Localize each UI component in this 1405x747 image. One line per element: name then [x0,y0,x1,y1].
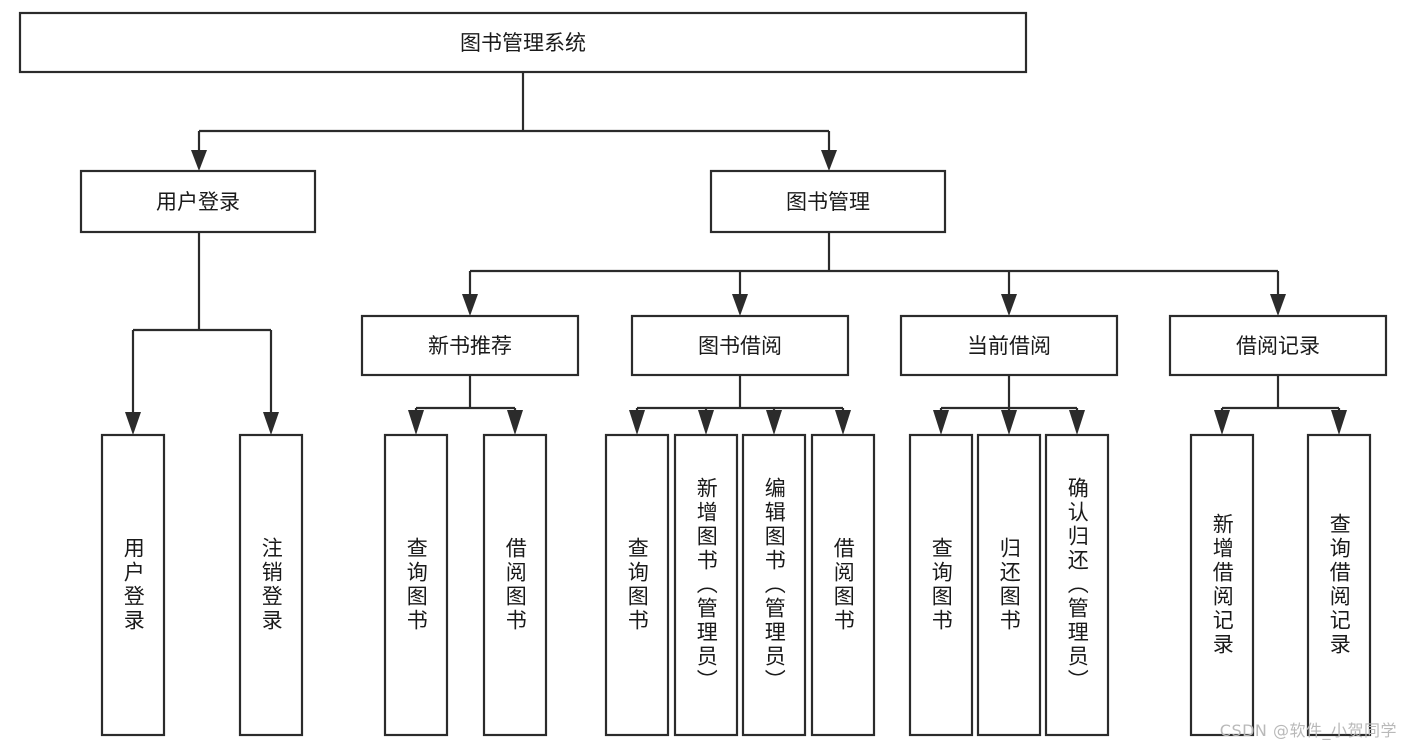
node-leaf-return-book[interactable] [976,433,1042,737]
node-root-label: 图书管理系统 [460,31,586,55]
node-current-borrow[interactable]: 当前借阅 [899,314,1119,377]
node-new-book-rec-label: 新书推荐 [428,334,512,358]
connector-bookmanage-to-level3 [462,232,1286,316]
node-book-borrow-label: 图书借阅 [698,334,782,358]
node-leaf-confirm-return[interactable] [1044,433,1110,737]
connector-currentborrow-to-leaves [933,375,1085,435]
connector-newbook-to-leaves [408,375,523,435]
node-leaf-borrow-book-2[interactable] [810,433,876,737]
node-book-manage-label: 图书管理 [786,190,870,214]
node-root[interactable]: 图书管理系统 [18,11,1028,74]
node-leaf-edit-book[interactable] [741,433,807,737]
node-leaf-borrow-book-1[interactable] [482,433,548,737]
node-leaf-query-book-1[interactable] [383,433,449,737]
connector-root-to-level2 [191,72,837,171]
node-user-login-label: 用户登录 [156,190,240,214]
node-borrow-record-label: 借阅记录 [1236,334,1320,358]
node-leaf-add-record[interactable] [1189,433,1255,737]
node-leaf-query-record[interactable] [1306,433,1372,737]
node-user-login[interactable]: 用户登录 [79,169,317,234]
node-book-borrow[interactable]: 图书借阅 [630,314,850,377]
node-leaf-query-book-2[interactable] [604,433,670,737]
node-leaf-user-logout[interactable] [238,433,304,737]
watermark-text: CSDN @软件_小贺同学 [1219,721,1397,740]
node-leaf-query-book-3[interactable] [908,433,974,737]
node-leaf-add-book[interactable] [673,433,739,737]
connector-userlogin-to-leaves [125,232,279,435]
node-book-manage[interactable]: 图书管理 [709,169,947,234]
node-leaf-user-login[interactable] [100,433,166,737]
node-current-borrow-label: 当前借阅 [967,334,1051,358]
node-borrow-record[interactable]: 借阅记录 [1168,314,1388,377]
node-new-book-rec[interactable]: 新书推荐 [360,314,580,377]
connector-borrowrecord-to-leaves [1214,375,1347,435]
connector-bookborrow-to-leaves [629,375,851,435]
